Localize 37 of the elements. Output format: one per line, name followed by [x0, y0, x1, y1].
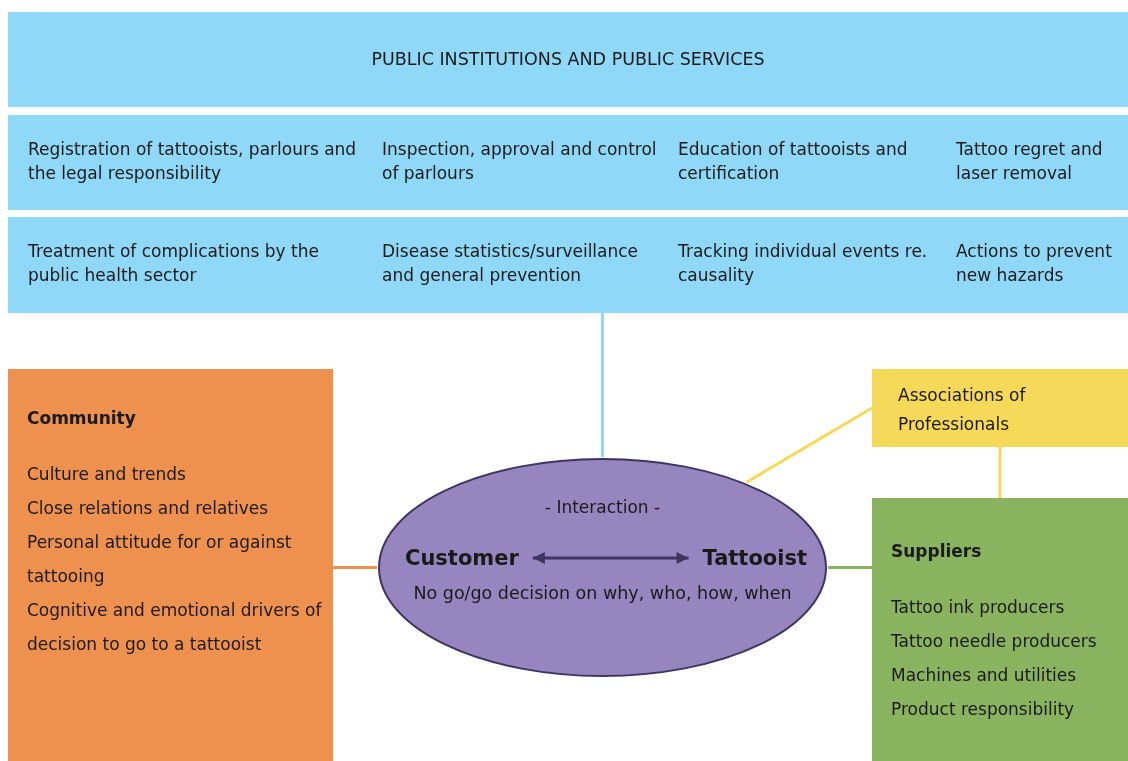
- connector-line: [745, 406, 873, 484]
- service-band: [8, 217, 1128, 313]
- connector-line: [333, 566, 377, 569]
- double-arrow: [532, 552, 689, 564]
- role-label: Tattooist: [702, 543, 807, 573]
- service-text: Inspection, approval and control of parlours: [382, 138, 658, 185]
- connector-line: [828, 566, 872, 569]
- list-item: Machines and utilities: [891, 664, 1078, 687]
- list-item: Personal attitude for or against tattooing: [27, 531, 293, 588]
- decision-text: No go/go decision on why, who, how, when: [412, 582, 793, 605]
- service-text: Actions to prevent new hazards: [956, 240, 1113, 287]
- box-heading: Suppliers: [891, 540, 983, 563]
- band-title: PUBLIC INSTITUTIONS AND PUBLIC SERVICES: [370, 48, 766, 71]
- stakeholder-box: [8, 369, 333, 761]
- list-item: Tattoo ink producers: [891, 596, 1066, 619]
- list-item: Tattoo needle producers: [891, 630, 1098, 653]
- service-band: [8, 115, 1128, 210]
- interaction-ellipse: [377, 457, 828, 678]
- service-text: Tracking individual events re. causality: [678, 240, 929, 287]
- service-text: Education of tattooists and certification: [678, 138, 909, 185]
- interaction-label: - Interaction -: [543, 496, 662, 519]
- box-heading: Community: [27, 407, 137, 430]
- service-text: Disease statistics/surveillance and general prevention: [382, 240, 640, 287]
- connector-line: [998, 447, 1002, 498]
- connector-line: [601, 313, 604, 457]
- list-item: Cognitive and emotional drivers of decision to go to a tattooist: [27, 599, 323, 656]
- service-text: Registration of tattooists, parlours and the legal responsibility: [28, 138, 358, 185]
- list-item: Product responsibility: [891, 698, 1076, 721]
- header-band: [8, 12, 1128, 107]
- stakeholder-box: [872, 369, 1128, 447]
- service-text: Treatment of complications by the public health sector: [28, 240, 320, 287]
- stakeholder-box: [872, 498, 1128, 761]
- box-heading: Associations of Professionals: [898, 384, 1027, 436]
- list-item: Close relations and relatives: [27, 497, 270, 520]
- list-item: Culture and trends: [27, 463, 187, 486]
- service-text: Tattoo regret and laser removal: [956, 138, 1104, 185]
- role-label: Customer: [405, 543, 519, 573]
